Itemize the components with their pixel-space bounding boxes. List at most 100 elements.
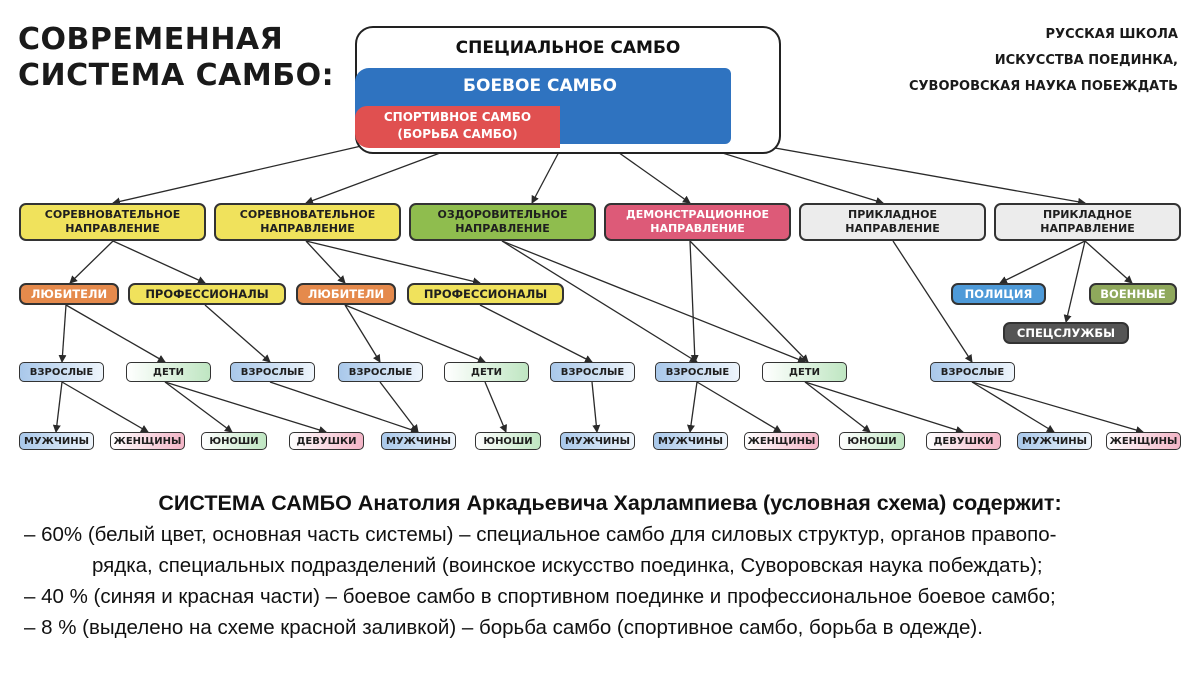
group-women: ЖЕНЩИНЫ (110, 432, 185, 450)
description-text: СИСТЕМА САМБО Анатолия Аркадьевича Харла… (0, 488, 1200, 643)
connector-arrow (971, 381, 1055, 433)
direction-line: НАПРАВЛЕНИЕ (65, 222, 160, 235)
connector-arrow (531, 149, 561, 204)
sport-sambo-line: СПОРТИВНОЕ САМБО (383, 110, 532, 124)
direction-line: НАПРАВЛЕНИЕ (455, 222, 550, 235)
special-services-box: СПЕЦСЛУЖБЫ (1003, 322, 1129, 344)
group-women: ЖЕНЩИНЫ (1106, 432, 1181, 450)
age-adults: ВЗРОСЛЫЕ (550, 362, 635, 382)
diagram-canvas: СОВРЕМЕННАЯ СИСТЕМА САМБО: РУССКАЯ ШКОЛА… (18, 22, 1181, 450)
connector-arrow (112, 143, 371, 206)
age-children: ДЕТИ (444, 362, 529, 382)
group-youths: ЮНОШИ (839, 432, 905, 450)
description-title: СИСТЕМА САМБО Анатолия Аркадьевича Харла… (158, 491, 1062, 515)
connector-arrow (501, 240, 698, 363)
connector-arrow (69, 240, 114, 284)
age-adults: ВЗРОСЛЫЕ (930, 362, 1015, 382)
connector-arrow (112, 240, 206, 284)
connector-arrow (344, 304, 381, 363)
connector-arrow (484, 381, 507, 433)
connector-arrow (804, 381, 871, 433)
connector-arrow (61, 381, 149, 433)
connector-arrow (344, 304, 486, 364)
direction-line: СОРЕВНОВАТЕЛЬНОЕ (239, 208, 376, 221)
connector-lines (52, 139, 1144, 434)
direction-line: НАПРАВЛЕНИЕ (845, 222, 940, 235)
connector-arrow (269, 381, 419, 434)
connector-arrow (58, 304, 67, 363)
age-adults: ВЗРОСЛЫЕ (230, 362, 315, 382)
group-girls: ДЕВУШКИ (289, 432, 364, 450)
age-children: ДЕТИ (126, 362, 211, 382)
description-line: рядка, специальных подразделений (воинск… (92, 554, 1043, 577)
connector-arrow (614, 149, 691, 204)
school-line: ИСКУССТВА ПОЕДИНКА, (994, 53, 1178, 68)
direction-line: ДЕМОНСТРАЦИОННОЕ (625, 208, 769, 221)
connector-arrow (892, 240, 973, 363)
connector-arrow (699, 145, 884, 205)
sport-sambo-box: СПОРТИВНОЕ САМБО (БОРЬБА САМБО) (355, 106, 560, 148)
connector-arrow (164, 381, 233, 433)
connector-arrow (687, 381, 698, 433)
group-girls: ДЕВУШКИ (926, 432, 1001, 450)
age-children: ДЕТИ (762, 362, 847, 382)
direction-line: НАПРАВЛЕНИЕ (260, 222, 355, 235)
group-youths: ЮНОШИ (201, 432, 267, 450)
police-box: ПОЛИЦИЯ (951, 283, 1046, 305)
amateurs-box: ЛЮБИТЕЛИ (296, 283, 396, 305)
connector-arrow (479, 304, 593, 363)
direction-line: СОРЕВНОВАТЕЛЬНОЕ (44, 208, 181, 221)
connector-arrow (52, 381, 63, 433)
title-line: СИСТЕМА САМБО: (18, 58, 335, 93)
connector-arrow (65, 304, 166, 363)
connector-arrow (696, 381, 782, 433)
connector-arrow (591, 381, 601, 433)
direction-line: НАПРАВЛЕНИЕ (650, 222, 745, 235)
connector-arrow (305, 149, 449, 205)
combat-sambo-label: БОЕВОЕ САМБО (463, 76, 617, 96)
description-line: – 8 % (выделено на схеме красной заливко… (24, 616, 983, 639)
group-youths: ЮНОШИ (475, 432, 541, 450)
school-caption: РУССКАЯ ШКОЛА ИСКУССТВА ПОЕДИНКА, СУВОРО… (909, 22, 1178, 100)
amateurs-box: ЛЮБИТЕЛИ (19, 283, 119, 305)
direction-line: ОЗДОРОВИТЕЛЬНОЕ (437, 208, 568, 221)
group-men: МУЖЧИНЫ (560, 432, 635, 450)
connector-arrow (204, 304, 271, 363)
title-line: СОВРЕМЕННАЯ (18, 22, 284, 57)
connector-arrow (971, 381, 1144, 434)
connector-arrow (379, 381, 419, 433)
direction-line: ПРИКЛАДНОЕ (1043, 208, 1132, 221)
connector-arrow (1084, 240, 1133, 284)
special-sambo-label: СПЕЦИАЛЬНОЕ САМБО (455, 38, 681, 58)
connector-arrow (305, 240, 481, 286)
connector-arrow (689, 240, 699, 363)
school-line: РУССКАЯ ШКОЛА (1045, 27, 1178, 42)
connector-arrow (305, 240, 346, 284)
professionals-box: ПРОФЕССИОНАЛЫ (407, 283, 564, 305)
connector-arrow (501, 240, 806, 364)
connector-arrow (689, 240, 809, 363)
group-men: МУЖЧИНЫ (653, 432, 728, 450)
group-women: ЖЕНЩИНЫ (744, 432, 819, 450)
diagram-title: СОВРЕМЕННАЯ СИСТЕМА САМБО: (18, 22, 334, 94)
group-men: МУЖЧИНЫ (19, 432, 94, 450)
school-line: СУВОРОВСКАЯ НАУКА ПОБЕЖДАТЬ (908, 79, 1178, 94)
military-box: ВОЕННЫЕ (1089, 283, 1177, 305)
age-adults: ВЗРОСЛЫЕ (338, 362, 423, 382)
connector-arrow (999, 240, 1086, 284)
group-men: МУЖЧИНЫ (381, 432, 456, 450)
connector-arrow (164, 381, 327, 434)
description-line: – 60% (белый цвет, основная часть систем… (24, 523, 1057, 546)
connector-arrow (1063, 240, 1086, 323)
description-line: – 40 % (синяя и красная части) – боевое … (24, 585, 1056, 608)
age-adults: ВЗРОСЛЫЕ (655, 362, 740, 382)
professionals-box: ПРОФЕССИОНАЛЫ (128, 283, 286, 305)
connector-arrow (804, 381, 964, 434)
group-men: МУЖЧИНЫ (1017, 432, 1092, 450)
sport-sambo-line: (БОРЬБА САМБО) (397, 127, 518, 141)
